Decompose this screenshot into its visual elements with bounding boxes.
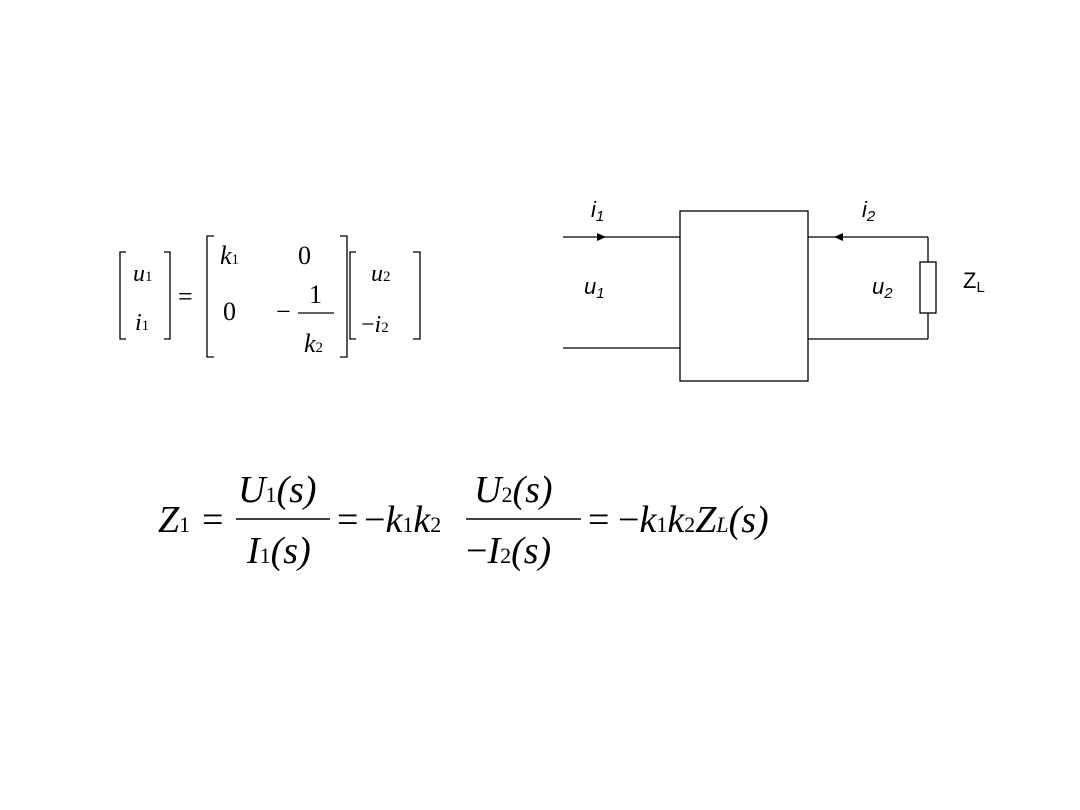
matrix-a22-numerator: 1 <box>309 280 322 309</box>
matrix-left-bracket <box>206 235 214 358</box>
matrix-a22-denominator: k2 <box>304 329 323 358</box>
matrix-equation: u1 i1 = k1 0 0 − 1 k2 u2 −i2 <box>119 235 421 358</box>
rhs-neg-i2: −i2 <box>361 312 389 338</box>
matrix-a11: k1 <box>220 241 239 270</box>
eq-equals-2: = <box>337 499 358 541</box>
i2-arrow <box>834 233 843 241</box>
lhs-right-bracket <box>164 251 171 340</box>
i2-label: i2 <box>862 197 876 225</box>
eq-equals-1: = <box>202 499 223 541</box>
matrix-a22-sign: − <box>276 297 291 326</box>
u2-label: u2 <box>872 274 893 302</box>
matrix-equals: = <box>178 282 193 311</box>
load-resistor <box>919 261 937 314</box>
rhs-u2: u2 <box>371 261 391 287</box>
lhs-u1: u1 <box>133 261 153 287</box>
eq-z1: Z1 <box>158 499 190 541</box>
matrix-a12: 0 <box>298 241 311 270</box>
u1-label: u1 <box>584 274 605 302</box>
two-port-box <box>679 210 809 382</box>
eq-equals-3: = <box>588 499 609 541</box>
eq-f1-numerator: U1(s) <box>238 469 317 511</box>
matrix-a21: 0 <box>223 297 236 326</box>
eq-f2-denominator: −I2(s) <box>466 530 551 572</box>
eq-f1-denominator: I1(s) <box>246 530 311 572</box>
matrix-right-bracket <box>340 235 348 358</box>
i1-arrow <box>597 233 606 241</box>
lhs-left-bracket <box>119 251 126 340</box>
load-label: ZL <box>963 268 985 296</box>
impedance-equation: Z1 = U1(s) I1(s) = −k1k2 U2(s) −I2(s) = … <box>158 469 769 572</box>
eq-f2-numerator: U2(s) <box>474 469 553 511</box>
rhs-right-bracket <box>413 251 421 340</box>
two-port-circuit: i1 i2 u1 u2 ZL <box>563 197 985 382</box>
eq-end-term: −k1k2ZL(s) <box>618 499 769 541</box>
eq-mid-k1k2: −k1k2 <box>364 499 441 541</box>
rhs-left-bracket <box>349 251 356 340</box>
lhs-i1: i1 <box>135 310 149 336</box>
i1-label: i1 <box>591 197 604 225</box>
